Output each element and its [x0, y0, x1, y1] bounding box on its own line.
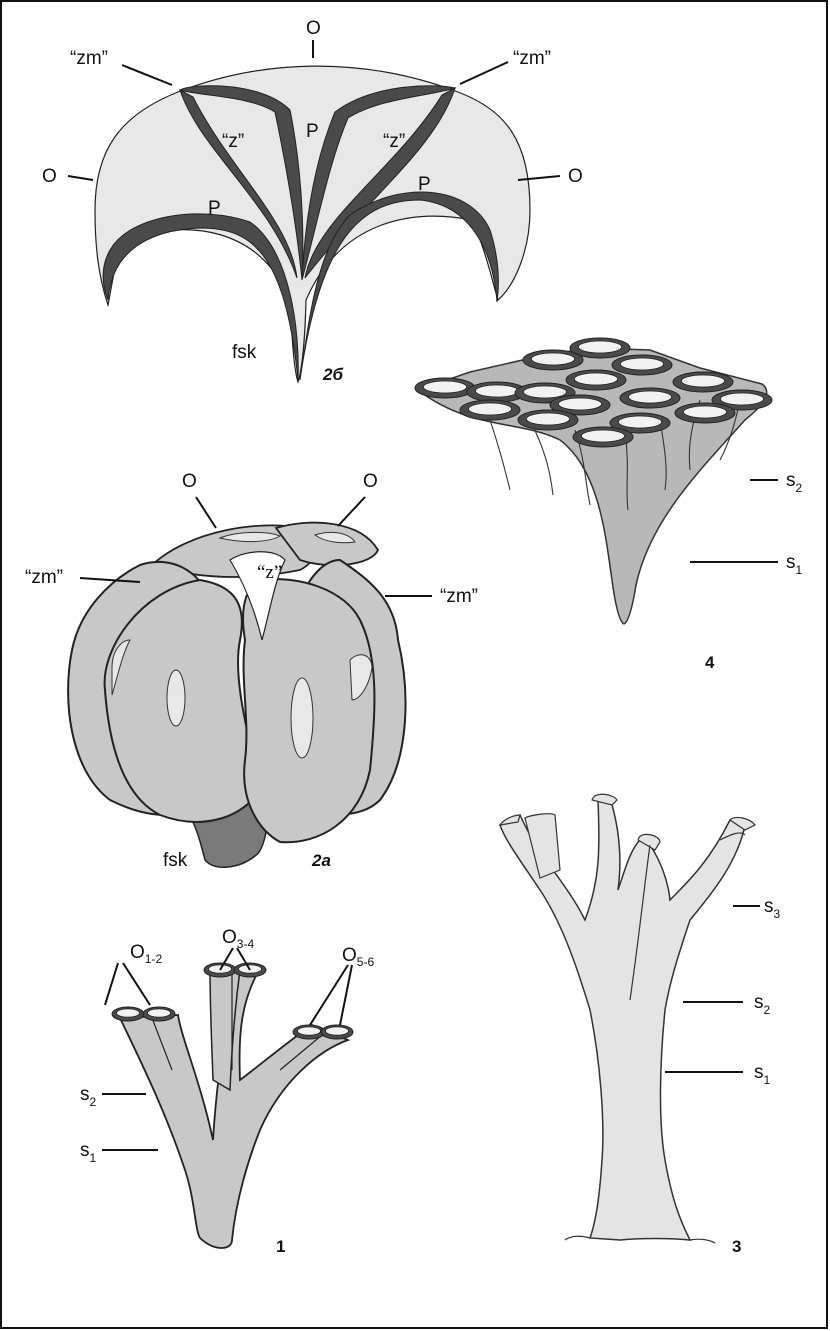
- fig-2a-label-zm-left: “zm”: [25, 567, 63, 588]
- fig-4-tube-opening: [675, 403, 735, 423]
- fig-2a-o-leader: [338, 497, 365, 526]
- fig-4-tube-opening: [523, 350, 583, 370]
- fig-4-tube-opening: [573, 427, 633, 447]
- fig-1-label-o34: O3-4: [222, 927, 254, 951]
- fig-2b-zm-leader: [122, 65, 172, 85]
- fig-1-label-o12: O1-2: [130, 942, 162, 966]
- fig-1-tube-opening: [143, 1007, 175, 1021]
- fig-4-tube-opening: [566, 370, 626, 390]
- fig-4-tube-opening: [620, 388, 680, 408]
- fig-2b-label-p-left: P: [208, 198, 221, 219]
- fig-2a-label-z: “z”: [257, 562, 282, 583]
- fig-2b-o-leader: [68, 176, 93, 180]
- fig-2a-caption: 2a: [311, 851, 331, 870]
- fig-1-label-o56: O5-6: [342, 945, 374, 969]
- fig-1-label-s1: s1: [80, 1140, 97, 1165]
- fig-4-tube-opening: [673, 372, 733, 392]
- fig-2a-label-o-right: O: [363, 471, 378, 492]
- fig-2a-o-leader: [196, 497, 216, 528]
- fig-3-label-s3: s3: [764, 896, 781, 921]
- fig-4-caption: 4: [705, 653, 715, 672]
- figure-1: O1-2 O3-4 O5-6 s2 s1 1: [80, 927, 374, 1256]
- fig-2b-label-o-right: O: [568, 166, 583, 187]
- fig-1-o12-leader: [105, 963, 118, 1005]
- figure-2b: O “zm” “zm” O O “z” “z” P P P fsk 2б: [42, 18, 583, 384]
- fig-2a-label-o-left: O: [182, 471, 197, 492]
- fig-2b-label-z-right: “z”: [383, 131, 405, 152]
- fig-2a-label-zm-right: “zm”: [440, 586, 478, 607]
- fig-2b-zm-leader: [460, 62, 508, 84]
- fig-4-tube-opening: [415, 378, 475, 398]
- fig-3-caption: 3: [732, 1237, 741, 1256]
- fig-2a-spot-left: [167, 670, 185, 726]
- fig-1-caption: 1: [276, 1237, 285, 1256]
- fig-2b-label-z-left: “z”: [222, 131, 244, 152]
- fig-4-label-s2: s2: [786, 470, 803, 495]
- fig-2b-label-o-top: O: [306, 18, 321, 39]
- fig-1-tube-opening: [321, 1025, 353, 1039]
- figure-4: s2 s1 4: [415, 338, 803, 672]
- fig-3-label-s1: s1: [754, 1062, 771, 1087]
- fig-4-tube-opening: [612, 355, 672, 375]
- fig-1-tube-opening: [293, 1025, 325, 1039]
- fig-3-label-s2: s2: [754, 992, 771, 1017]
- fig-2b-label-zm-right: “zm”: [513, 48, 551, 69]
- fig-2b-label-p-center: P: [306, 121, 319, 142]
- fig-1-tube-opening: [112, 1007, 144, 1021]
- figure-2a: O O “zm” “zm” “z” fsk 2a: [25, 471, 478, 871]
- figure-3: s3 s2 s1 3: [500, 794, 781, 1256]
- fig-2a-spot-right: [291, 678, 313, 758]
- fig-4-label-s1: s1: [786, 552, 803, 577]
- fig-4-tube-opening: [460, 400, 520, 420]
- fig-3-branch: [592, 794, 617, 805]
- fig-1-label-s2: s2: [80, 1084, 97, 1109]
- fig-4-tube-opening: [518, 410, 578, 430]
- fig-1-o12-leader: [123, 963, 150, 1005]
- fig-2b-label-fsk: fsk: [232, 342, 257, 363]
- fig-2b-label-zm-left: “zm”: [70, 48, 108, 69]
- fig-2b-label-o-left: O: [42, 166, 57, 187]
- fig-2a-label-fsk: fsk: [163, 850, 188, 871]
- fig-2b-caption: 2б: [322, 365, 343, 384]
- fig-2b-label-p-right: P: [418, 174, 431, 195]
